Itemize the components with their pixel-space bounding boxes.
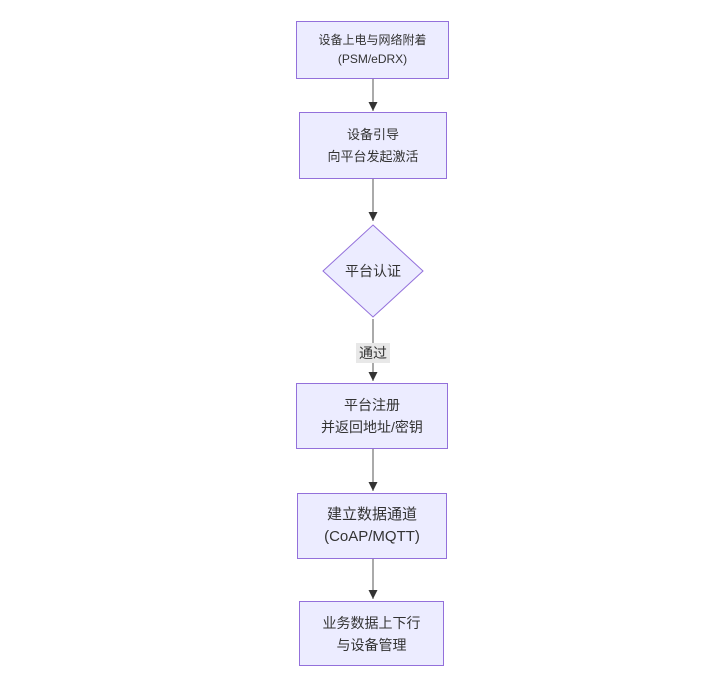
node-platform-auth: 平台认证 xyxy=(321,223,425,319)
node-bootstrap: 设备引导 向平台发起激活 xyxy=(299,112,447,179)
node-label-line: 向平台发起激活 xyxy=(327,148,419,164)
node-label-line: 设备上电与网络附着 xyxy=(318,33,427,47)
node-label-line: 设备引导 xyxy=(346,126,399,142)
node-label-line: (CoAP/MQTT) xyxy=(324,528,420,545)
node-data-channel: 建立数据通道 (CoAP/MQTT) xyxy=(297,493,447,559)
node-label-line: 业务数据上下行 xyxy=(322,614,421,631)
node-business-data: 业务数据上下行 与设备管理 xyxy=(299,601,444,666)
diamond-shape-icon xyxy=(322,224,424,318)
node-label-line: 与设备管理 xyxy=(336,636,407,653)
node-register: 平台注册 并返回地址/密钥 xyxy=(296,383,448,449)
node-label-line: 平台注册 xyxy=(344,397,400,413)
node-label-line: 平台认证 xyxy=(345,263,401,279)
node-label-line: 建立数据通道 xyxy=(326,506,417,523)
node-label-line: 并返回地址/密钥 xyxy=(321,419,423,435)
node-label-line: (PSM/eDRX) xyxy=(337,52,408,66)
node-power-attach: 设备上电与网络附着 (PSM/eDRX) xyxy=(296,21,449,79)
edge-label-pass: 通过 xyxy=(356,343,390,363)
